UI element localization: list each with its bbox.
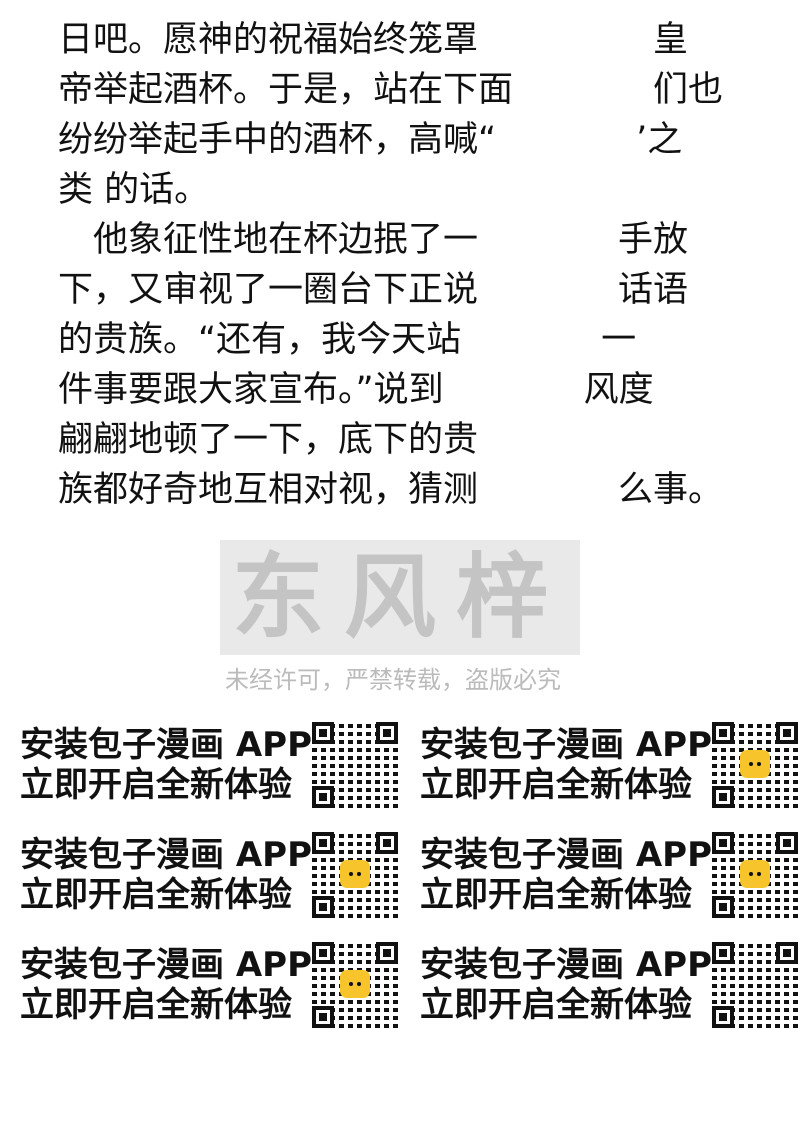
text-line: 日吧。愿神的祝福始终笼罩 皇 [58,20,689,60]
install-app-text[interactable]: 安装包子漫画 APP [20,835,312,875]
bun-logo-icon [740,750,770,778]
qr-finder-icon [712,942,734,964]
qr-code[interactable] [712,722,798,808]
qr-finder-icon [712,896,734,918]
qr-code[interactable] [312,722,398,808]
qr-finder-icon [376,722,398,744]
install-app-text[interactable]: 安装包子漫画 APP [420,725,712,765]
text-line: 他象征性地在杯边抿了一 手放 [58,220,689,260]
text-line: 翩翩地顿了一下，底下的贵 [58,420,479,460]
qr-finder-icon [312,1006,334,1028]
qr-finder-icon [712,1006,734,1028]
qr-finder-icon [376,942,398,964]
qr-finder-icon [312,832,334,854]
bun-logo-icon [340,970,370,998]
install-app-text[interactable]: 安装包子漫画 APP [20,945,312,985]
qr-finder-icon [712,722,734,744]
qr-finder-icon [312,942,334,964]
qr-finder-icon [776,832,798,854]
install-app-text[interactable]: 安装包子漫画 APP [20,725,312,765]
qr-finder-icon [712,832,734,854]
watermark-notice: 未经许可，严禁转载，盗版必究 [225,666,561,694]
qr-finder-icon [712,786,734,808]
qr-code[interactable] [712,832,798,918]
open-app-text[interactable]: 立即开启全新体验 [20,985,292,1025]
open-app-text[interactable]: 立即开启全新体验 [420,985,692,1025]
qr-code[interactable] [712,942,798,1028]
bun-logo-icon [740,860,770,888]
open-app-text[interactable]: 立即开启全新体验 [20,875,292,915]
qr-finder-icon [776,942,798,964]
watermark-logo: 东风梓 [220,540,580,655]
qr-finder-icon [376,832,398,854]
text-line: 的贵族。“还有，我今天站 一 [58,320,637,360]
text-line: 件事要跟大家宣布。”说到 风度 [58,370,654,410]
text-line: 族都好奇地互相对视，猜测 么事。 [58,470,724,510]
open-app-text[interactable]: 立即开启全新体验 [420,875,692,915]
text-line: 帝举起酒杯。于是，站在下面 们也 [58,70,724,110]
text-line: 纷纷举起手中的酒杯，高喊“ ’之 [58,120,683,160]
install-app-text[interactable]: 安装包子漫画 APP [420,835,712,875]
qr-code[interactable] [312,942,398,1028]
open-app-text[interactable]: 立即开启全新体验 [420,765,692,805]
qr-finder-icon [776,722,798,744]
qr-code[interactable] [312,832,398,918]
bun-logo-icon [340,860,370,888]
qr-finder-icon [312,722,334,744]
qr-finder-icon [312,896,334,918]
install-app-text[interactable]: 安装包子漫画 APP [420,945,712,985]
open-app-text[interactable]: 立即开启全新体验 [20,765,292,805]
text-line: 类 的话。 [58,170,210,210]
qr-finder-icon [312,786,334,808]
text-line: 下，又审视了一圈台下正说 话语 [58,270,689,310]
